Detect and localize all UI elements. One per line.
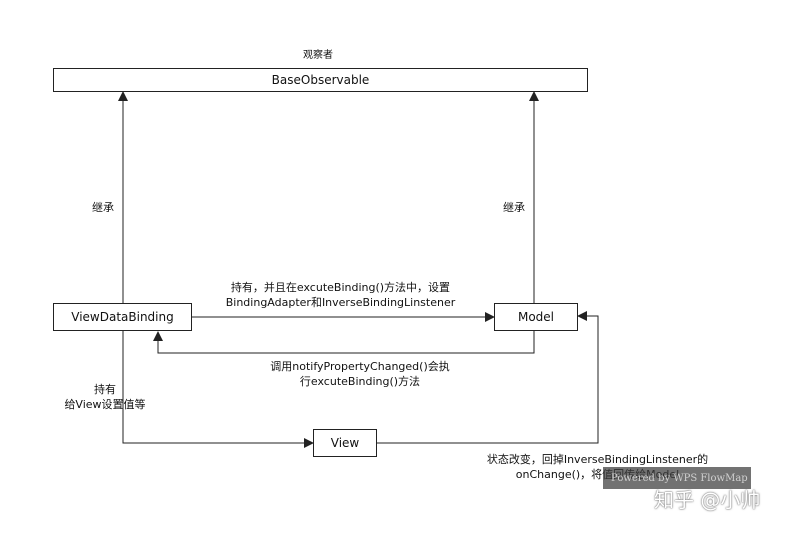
view-data-binding-node: ViewDataBinding <box>53 303 192 331</box>
inherit-label-right: 继承 <box>503 201 525 214</box>
inherit-label-left: 继承 <box>92 201 114 214</box>
notify-label-line1: 调用notifyPropertyChanged()会执 <box>270 360 450 373</box>
notify-arrow <box>153 331 535 354</box>
view-holds-label-line2: 给View设置值等 <box>64 398 146 411</box>
view-node: View <box>313 429 377 457</box>
notify-label: 调用notifyPropertyChanged()会执 行excuteBindi… <box>255 359 465 389</box>
base-observable-node: BaseObservable <box>53 68 588 92</box>
notify-label-line2: 行excuteBinding()方法 <box>299 375 421 388</box>
holds-label-line2: BindingAdapter和InverseBindingLinstener <box>225 296 456 309</box>
holds-label-line1: 持有，并且在excuteBinding()方法中，设置 <box>230 281 451 294</box>
change-label-line1: 状态改变，回掉InverseBindingLinstener的 <box>486 453 709 466</box>
change-arrow <box>377 311 599 444</box>
observer-label: 观察者 <box>303 50 333 61</box>
zhihu-watermark: 知乎 @小帅 <box>654 488 761 512</box>
view-arrow <box>122 331 314 448</box>
view-holds-label-line1: 持有 <box>94 383 116 396</box>
view-holds-label: 持有 给View设置值等 <box>58 382 152 412</box>
wps-watermark: Powered by WPS FlowMap <box>603 467 751 489</box>
model-node: Model <box>494 303 578 331</box>
holds-label: 持有，并且在excuteBinding()方法中，设置 BindingAdapt… <box>213 280 468 310</box>
